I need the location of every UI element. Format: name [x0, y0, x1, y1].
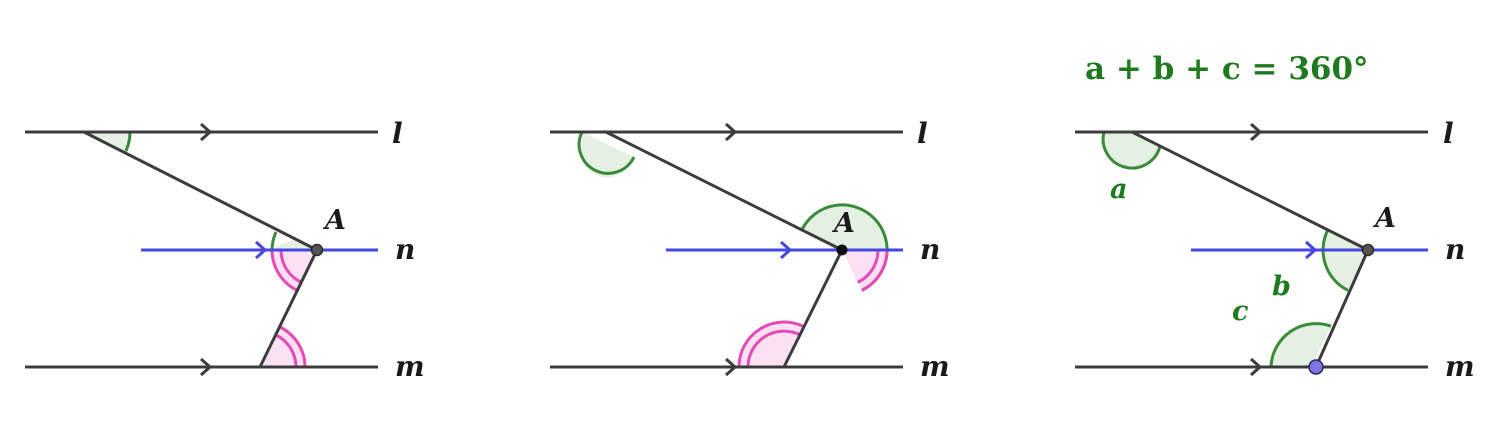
panel-3-arrow-n: [1305, 240, 1318, 260]
panel-3-arrow-l: [1250, 122, 1263, 142]
panel-2-arrow-m: [725, 357, 738, 377]
panel-2-label-l: l: [917, 117, 928, 150]
panel-3-label-n: n: [1445, 233, 1465, 266]
panel-1-point-a: [310, 243, 324, 257]
panel-1-angle-at-a-green: [272, 240, 317, 250]
panel-1-segment-upper: [83, 130, 318, 252]
panel-2-segment-upper: [605, 130, 843, 252]
panel-1-segment-lower: [258, 249, 319, 368]
panel-2-arrow-l: [725, 122, 738, 142]
panel-2: A l n m: [550, 117, 950, 383]
panel-3-arrow-m: [1250, 357, 1263, 377]
panel-1-angle-at-a-pink: [272, 250, 317, 292]
panel-1-arrow-m: [200, 357, 213, 377]
panel-2-arrow-n: [780, 240, 793, 260]
panel-3-label-l: l: [1443, 117, 1454, 150]
panel-3-angle-label-a: a: [1110, 174, 1128, 205]
panel-2-label-a: A: [831, 208, 855, 239]
panel-1-label-m: m: [395, 350, 425, 383]
panel-3-angle-a: [1103, 132, 1160, 169]
panel-2-label-n: n: [920, 233, 940, 266]
panel-2-point-a: [836, 244, 848, 256]
panel-1-label-l: l: [392, 117, 403, 150]
panel-3-angle-label-c: c: [1232, 296, 1248, 327]
panel-1-arrow-n: [255, 240, 268, 260]
panel-3-angle-label-b: b: [1272, 271, 1291, 302]
panel-3-label-m: m: [1445, 350, 1475, 383]
panel-3-point-a: [1361, 243, 1375, 257]
panel-1-label-a: A: [322, 205, 346, 236]
panel-1-angle-at-m-pink: [260, 326, 305, 367]
panel-1-label-n: n: [395, 233, 415, 266]
panel-1-arrow-l: [200, 122, 213, 142]
panel-3-segment-upper: [1131, 130, 1369, 252]
panel-3-point-m: [1308, 359, 1324, 375]
panel-3-label-a-point: A: [1372, 203, 1396, 234]
panel-3-angle-c: [1271, 323, 1331, 367]
panel-2-angle-at-a-pink: [842, 250, 887, 291]
angle-sum-formula: a + b + c = 360°: [1085, 51, 1369, 87]
panel-3: A l n m a b c: [1075, 117, 1475, 383]
panel-1: A l n m: [25, 117, 425, 383]
panel-2-segment-lower: [782, 249, 844, 368]
panel-2-label-m: m: [920, 350, 950, 383]
panel-3-segment-lower: [1314, 249, 1370, 368]
